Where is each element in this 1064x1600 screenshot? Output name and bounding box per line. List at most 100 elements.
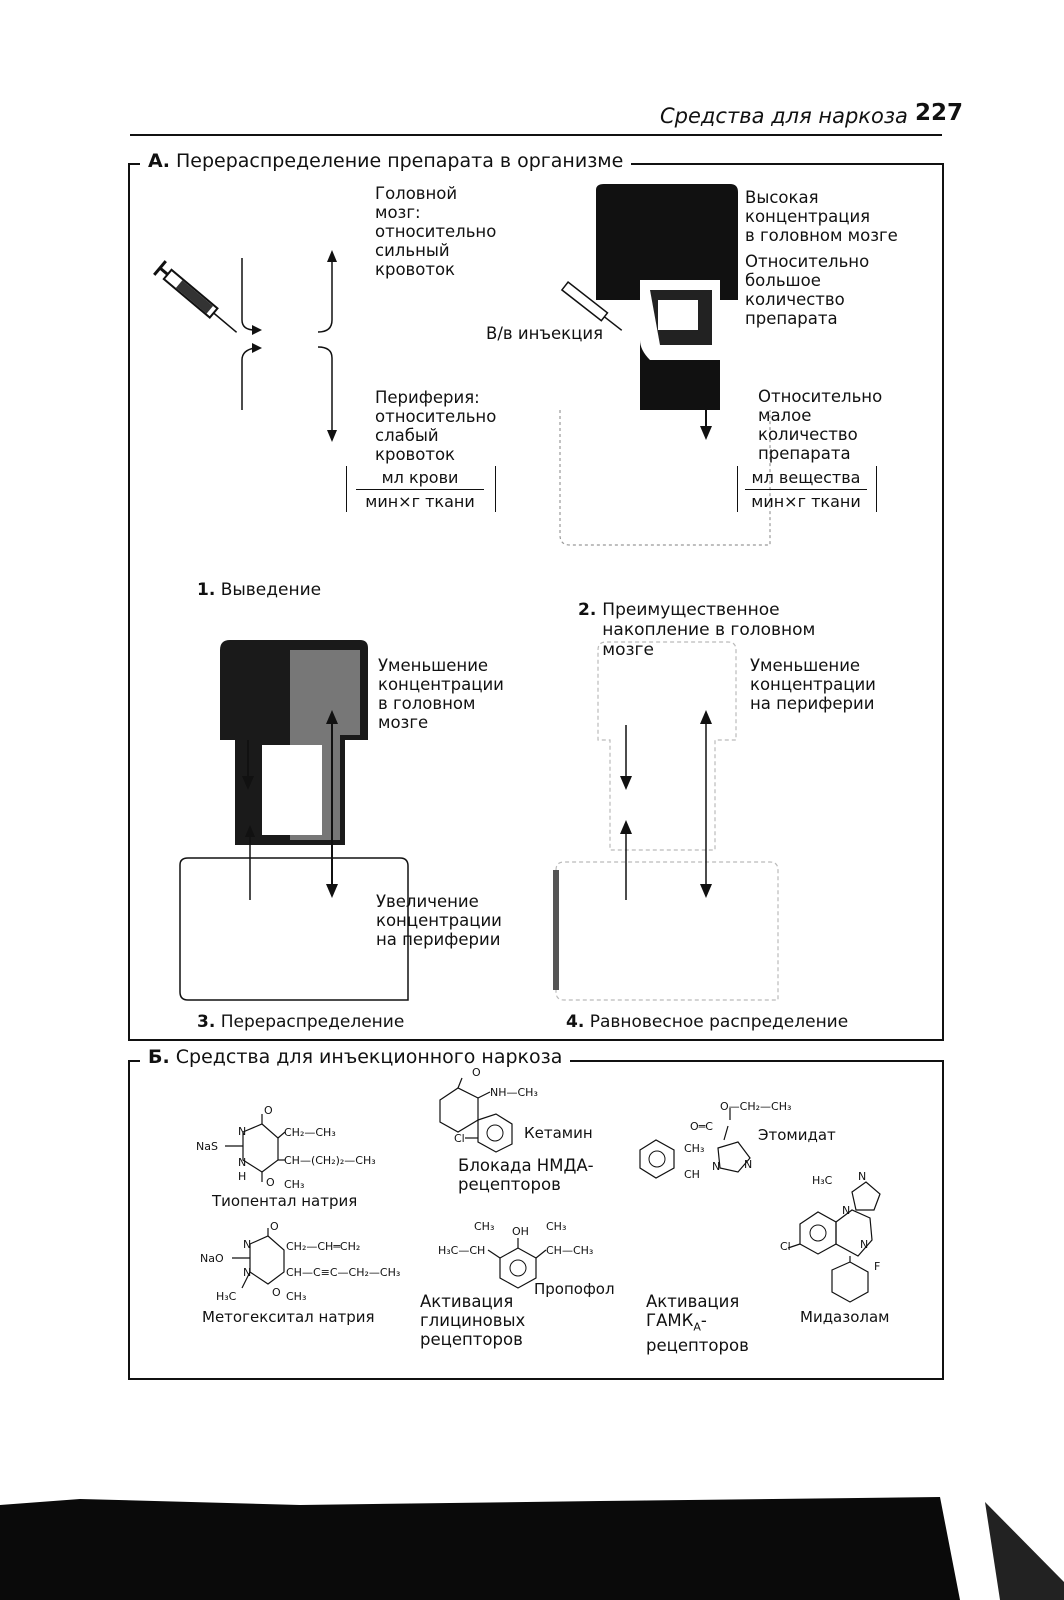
gaba-activation-label: Активация ГАМКА- рецепторов <box>646 1292 749 1355</box>
step-4-caption: 4. Равновесное распределение <box>566 1012 848 1032</box>
midazolam-n3: N <box>860 1238 869 1251</box>
step-3-number: 3. <box>197 1012 216 1032</box>
ketamine-name: Кетамин <box>524 1124 593 1142</box>
methohexital-h3c: H₃C <box>216 1290 237 1303</box>
gaba-receptor-text: ГАМК <box>646 1311 694 1330</box>
ketamine-cl: Cl <box>454 1132 465 1145</box>
running-header-title: Средства для наркоза <box>660 104 908 128</box>
step-3-caption: 3. Перераспределение <box>197 1012 404 1032</box>
propofol-h3c-ch: H₃C—CH <box>438 1244 486 1257</box>
periphery-flow-label: Периферия: относительно слабый кровоток <box>375 388 497 464</box>
methohexital-o2: O <box>272 1286 281 1299</box>
gaba-line-2: ГАМКА- <box>646 1311 707 1334</box>
etomidate-ch3: CH₃ <box>684 1142 705 1155</box>
panel-a-letter: А. <box>148 150 170 172</box>
thiopental-nas: NaS <box>196 1140 218 1153</box>
panel-b-title: Б. Средства для инъекционного наркоза <box>140 1046 571 1068</box>
methohexital-chain: CH—C≡C—CH₂—CH₃ <box>286 1266 401 1279</box>
midazolam-name: Мидазолам <box>800 1308 890 1326</box>
etomidate-ch: CH <box>684 1168 700 1181</box>
glycine-activation-label: Активация глициновых рецепторов <box>420 1292 526 1349</box>
fraction-2: мл вещества мин×г ткани <box>745 466 867 513</box>
step-2-text: Преимущественное накопление в головном м… <box>602 600 816 660</box>
large-amount-label: Относительно большое количество препарат… <box>745 252 870 328</box>
etomidate-ester: O—CH₂—CH₃ <box>720 1100 792 1113</box>
panel-a-title-text: Перераспределение препарата в организме <box>175 150 624 172</box>
ketamine-nh: NH—CH₃ <box>490 1086 538 1099</box>
panel-b-letter: Б. <box>148 1046 170 1068</box>
step-1-text: Выведение <box>220 580 322 600</box>
increase-periphery-label: Увеличение концентрации на периферии <box>376 892 502 949</box>
fraction-2-denominator: мин×г ткани <box>751 492 861 511</box>
step-1-caption: 1. Выведение <box>197 580 321 600</box>
ketamine-o: O <box>472 1066 481 1079</box>
fraction-1-denominator: мин×г ткани <box>365 492 475 511</box>
thiopental-ethyl: CH₂—CH₃ <box>284 1126 336 1139</box>
methohexital-allyl: CH₂—CH═CH₂ <box>286 1240 361 1253</box>
fraction-2-numerator: мл вещества <box>745 466 867 490</box>
midazolam-cl: Cl <box>780 1240 791 1253</box>
fraction-1-numerator: мл крови <box>356 466 484 490</box>
etomidate-name: Этомидат <box>758 1126 836 1144</box>
thiopental-n1: N <box>238 1125 247 1138</box>
thiopental-n2: N <box>238 1156 247 1169</box>
gaba-subscript: А <box>693 1320 701 1334</box>
propofol-name: Пропофол <box>534 1280 615 1298</box>
panel-b-title-text: Средства для инъекционного наркоза <box>175 1046 563 1068</box>
iv-injection-label: В/в инъекция <box>486 324 604 343</box>
thiopental-pentyl: CH—(CH₂)₂—CH₃ <box>284 1154 376 1167</box>
methohexital-o: O <box>270 1220 279 1233</box>
brain-flow-label: Головной мозг: относительно сильный кров… <box>375 184 497 279</box>
midazolam-n1: N <box>858 1170 867 1183</box>
header-rule <box>130 134 942 136</box>
syringe-icon-1 <box>153 260 238 333</box>
propofol-oh: OH <box>512 1225 529 1238</box>
methohexital-n1: N <box>243 1238 252 1251</box>
fraction-2-bracket <box>737 466 877 512</box>
scan-bottom-edge <box>0 1497 1064 1600</box>
propofol-ch-ch3: CH—CH₃ <box>546 1244 594 1257</box>
page-number: 227 <box>915 100 964 126</box>
syringe-icon-2 <box>560 281 623 331</box>
thiopental-o: O <box>264 1104 273 1117</box>
decrease-periphery-label: Уменьшение концентрации на периферии <box>750 656 876 713</box>
step-4-number: 4. <box>566 1012 585 1032</box>
fraction-1: мл крови мин×г ткани <box>356 466 484 513</box>
methohexital-n2: N <box>243 1266 252 1279</box>
etomidate-n1: N <box>712 1160 721 1173</box>
methohexital-name: Метогекситал натрия <box>202 1308 375 1326</box>
thiopental-h: H <box>238 1170 247 1183</box>
fraction-1-bracket <box>346 466 496 512</box>
step-2-number: 2. <box>578 600 597 620</box>
gaba-line-3: рецепторов <box>646 1336 749 1356</box>
thiopental-name: Тиопентал натрия <box>212 1192 358 1210</box>
nmda-blockade-label: Блокада НМДА- рецепторов <box>458 1156 594 1194</box>
decrease-brain-label: Уменьшение концентрации в головном мозге <box>378 656 504 732</box>
midazolam-f: F <box>874 1260 881 1273</box>
small-amount-label: Относительно малое количество препарата <box>758 387 883 463</box>
gaba-line-1: Активация <box>646 1292 740 1311</box>
step-4-text: Равновесное распределение <box>589 1012 849 1032</box>
step-1-number: 1. <box>197 580 216 600</box>
methohexital-ch3: CH₃ <box>286 1290 307 1303</box>
etomidate-oc: O═C <box>690 1120 713 1133</box>
thiopental-o2: O <box>266 1176 275 1189</box>
panel-a-title: А. Перераспределение препарата в организ… <box>140 150 632 172</box>
methohexital-nao: NaO <box>200 1252 224 1265</box>
midazolam-h3c: H₃C <box>812 1174 833 1187</box>
step-3-text: Перераспределение <box>220 1012 405 1032</box>
midazolam-n2: N <box>842 1204 851 1217</box>
propofol-ch3-1: CH₃ <box>474 1220 495 1233</box>
propofol-ch3-2: CH₃ <box>546 1220 567 1233</box>
etomidate-n2: N <box>744 1158 753 1171</box>
